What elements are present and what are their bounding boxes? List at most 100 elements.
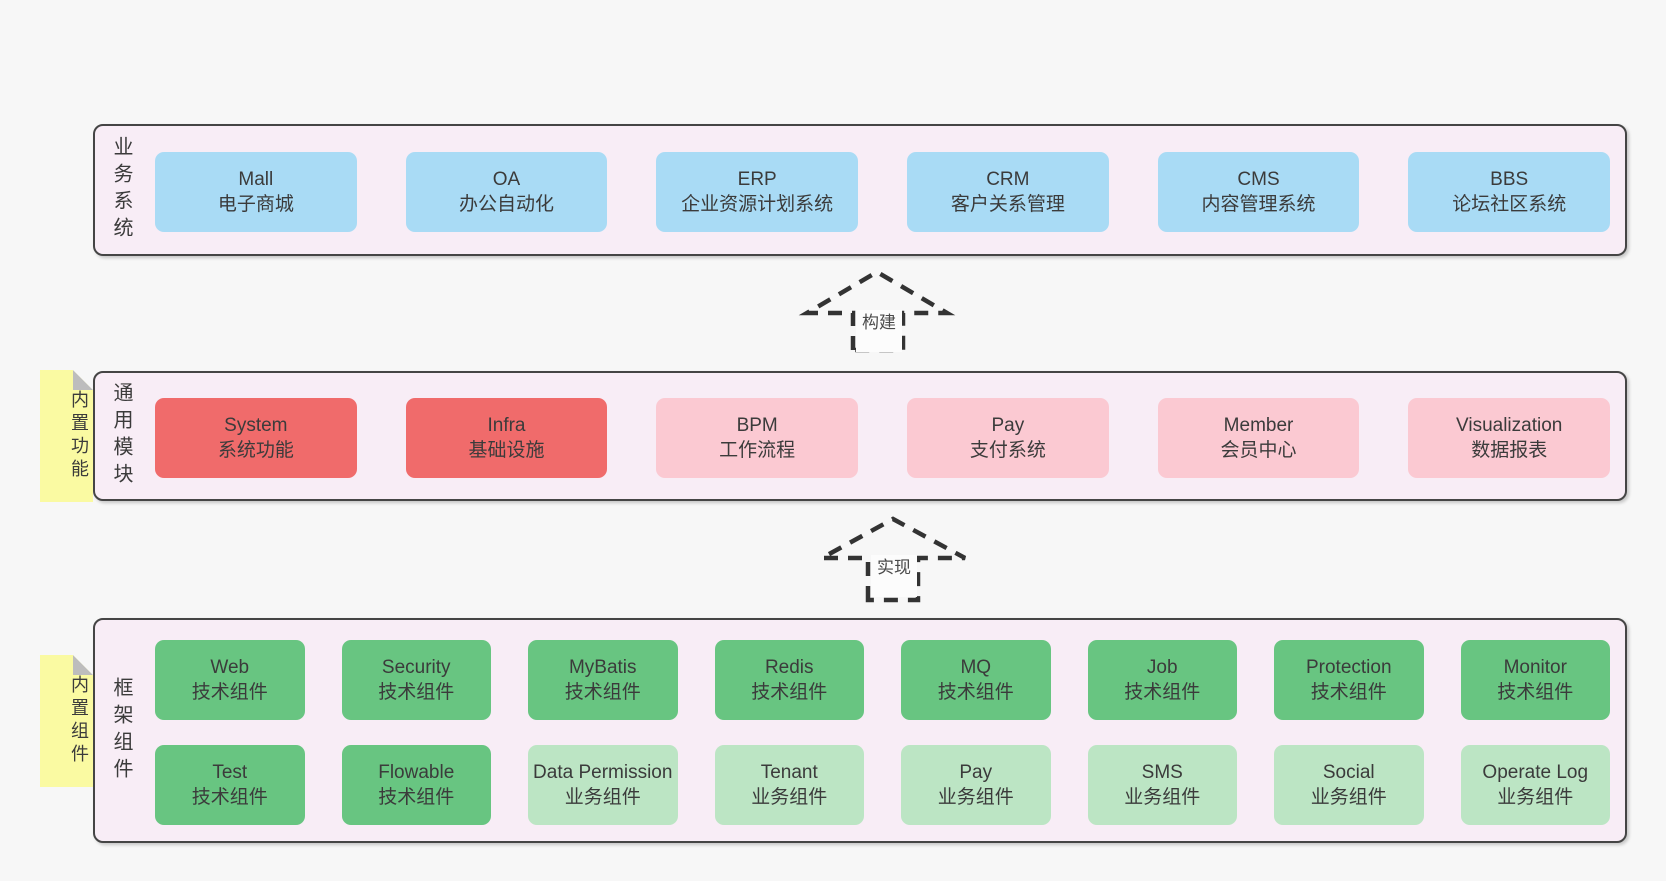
box-cms: CMS 内容管理系统 [1157, 152, 1360, 232]
box-subtitle: 技术组件 [564, 682, 641, 703]
sticky-note-built-in-features: 内置功能 [40, 370, 93, 502]
box-subtitle: 技术组件 [751, 682, 828, 703]
box-subtitle: 业务组件 [1497, 787, 1574, 808]
box-title: Tenant [760, 762, 818, 783]
box-security: Security 技术组件 [341, 640, 491, 720]
box-title: Operate Log [1482, 762, 1589, 783]
band-framework-components: 框架组件 Web 技术组件 Security 技术组件 MyBatis 技术组件… [93, 618, 1627, 843]
box-infra: Infra 基础设施 [405, 398, 608, 478]
box-operate-log: Operate Log 业务组件 [1460, 745, 1610, 825]
box-title: Infra [487, 415, 526, 436]
band-framework-components-row-1: Web 技术组件 Security 技术组件 MyBatis 技术组件 Redi… [155, 640, 1610, 720]
folded-corner-icon [73, 655, 93, 675]
box-erp: ERP 企业资源计划系统 [656, 152, 859, 232]
box-title: SMS [1141, 762, 1183, 783]
band-business-systems-label: 业务系统 [110, 136, 132, 244]
box-mall: Mall 电子商城 [155, 152, 357, 232]
band-business-systems: 业务系统 Mall 电子商城 OA 办公自动化 ERP 企业资源计划系统 CRM… [93, 124, 1627, 256]
band-common-modules-label: 通用模块 [110, 382, 132, 490]
sticky-note-label: 内置功能 [69, 390, 89, 482]
box-monitor: Monitor 技术组件 [1460, 640, 1610, 720]
band-common-modules-row: System 系统功能 Infra 基础设施 BPM 工作流程 Pay 支付系统… [155, 398, 1611, 478]
box-subtitle: 业务组件 [1124, 787, 1201, 808]
box-title: Member [1223, 415, 1294, 436]
box-subtitle: 系统功能 [217, 440, 294, 461]
box-data-permission: Data Permission 业务组件 [528, 745, 678, 825]
box-subtitle: 企业资源计划系统 [681, 194, 834, 215]
box-title: Data Permission [533, 762, 673, 783]
box-subtitle: 技术组件 [378, 682, 455, 703]
box-title: Pay [959, 762, 993, 783]
box-subtitle: 论坛社区系统 [1452, 194, 1567, 215]
box-title: Flowable [378, 762, 455, 783]
box-subtitle: 技术组件 [191, 787, 268, 808]
box-member: Member 会员中心 [1157, 398, 1360, 478]
box-tenant: Tenant 业务组件 [714, 745, 864, 825]
box-flowable: Flowable 技术组件 [341, 745, 491, 825]
box-subtitle: 电子商城 [217, 194, 294, 215]
box-subtitle: 技术组件 [1310, 682, 1387, 703]
box-subtitle: 技术组件 [937, 682, 1014, 703]
box-sms: SMS 业务组件 [1087, 745, 1237, 825]
box-mq: MQ 技术组件 [901, 640, 1051, 720]
box-system: System 系统功能 [155, 398, 357, 478]
box-visualization: Visualization 数据报表 [1408, 398, 1611, 478]
box-title: Pay [991, 415, 1025, 436]
box-subtitle: 支付系统 [969, 440, 1046, 461]
box-title: MQ [960, 657, 992, 678]
arrow-up-build [798, 269, 956, 353]
band-common-modules: 通用模块 System 系统功能 Infra 基础设施 BPM 工作流程 Pay… [93, 371, 1627, 501]
box-social: Social 业务组件 [1274, 745, 1424, 825]
box-protection: Protection 技术组件 [1274, 640, 1424, 720]
arrow-label-implement: 实现 [871, 555, 917, 597]
box-title: System [224, 415, 288, 436]
box-subtitle: 业务组件 [751, 787, 828, 808]
box-subtitle: 工作流程 [719, 440, 796, 461]
box-web: Web 技术组件 [155, 640, 305, 720]
box-subtitle: 技术组件 [1124, 682, 1201, 703]
box-subtitle: 技术组件 [1497, 682, 1574, 703]
box-subtitle: 业务组件 [564, 787, 641, 808]
box-title: Protection [1305, 657, 1392, 678]
box-oa: OA 办公自动化 [405, 152, 608, 232]
box-test: Test 技术组件 [155, 745, 305, 825]
box-subtitle: 会员中心 [1220, 440, 1297, 461]
band-framework-components-label: 框架组件 [110, 676, 132, 785]
box-mybatis: MyBatis 技术组件 [528, 640, 678, 720]
box-title: Mall [238, 169, 274, 190]
box-pay: Pay 支付系统 [907, 398, 1109, 478]
box-redis: Redis 技术组件 [714, 640, 864, 720]
arrow-label-build: 构建 [856, 310, 902, 352]
box-subtitle: 办公自动化 [459, 194, 555, 215]
box-title: ERP [737, 169, 777, 190]
box-title: MyBatis [568, 657, 637, 678]
box-title: Test [212, 762, 248, 783]
box-title: Redis [764, 657, 814, 678]
band-framework-components-row-2: Test 技术组件 Flowable 技术组件 Data Permission … [155, 745, 1610, 825]
box-subtitle: 客户关系管理 [950, 194, 1065, 215]
box-subtitle: 业务组件 [1310, 787, 1387, 808]
box-title: Job [1146, 657, 1178, 678]
box-title: CRM [986, 169, 1030, 190]
box-title: Social [1322, 762, 1375, 783]
box-title: BBS [1490, 169, 1529, 190]
box-bbs: BBS 论坛社区系统 [1408, 152, 1611, 232]
box-title: CMS [1237, 169, 1280, 190]
box-subtitle: 数据报表 [1471, 440, 1548, 461]
band-business-systems-row: Mall 电子商城 OA 办公自动化 ERP 企业资源计划系统 CRM 客户关系… [155, 152, 1611, 232]
box-crm: CRM 客户关系管理 [907, 152, 1109, 232]
box-pay-business: Pay 业务组件 [901, 745, 1051, 825]
box-job: Job 技术组件 [1087, 640, 1237, 720]
box-title: BPM [736, 415, 778, 436]
sticky-note-label: 内置组件 [69, 675, 89, 767]
folded-corner-icon [73, 370, 93, 390]
box-bpm: BPM 工作流程 [656, 398, 859, 478]
sticky-note-built-in-components: 内置组件 [40, 655, 93, 787]
box-subtitle: 业务组件 [937, 787, 1014, 808]
box-subtitle: 内容管理系统 [1201, 194, 1316, 215]
box-title: Visualization [1456, 415, 1563, 436]
arrow-up-implement [820, 516, 967, 603]
box-title: Security [381, 657, 451, 678]
box-subtitle: 基础设施 [468, 440, 545, 461]
